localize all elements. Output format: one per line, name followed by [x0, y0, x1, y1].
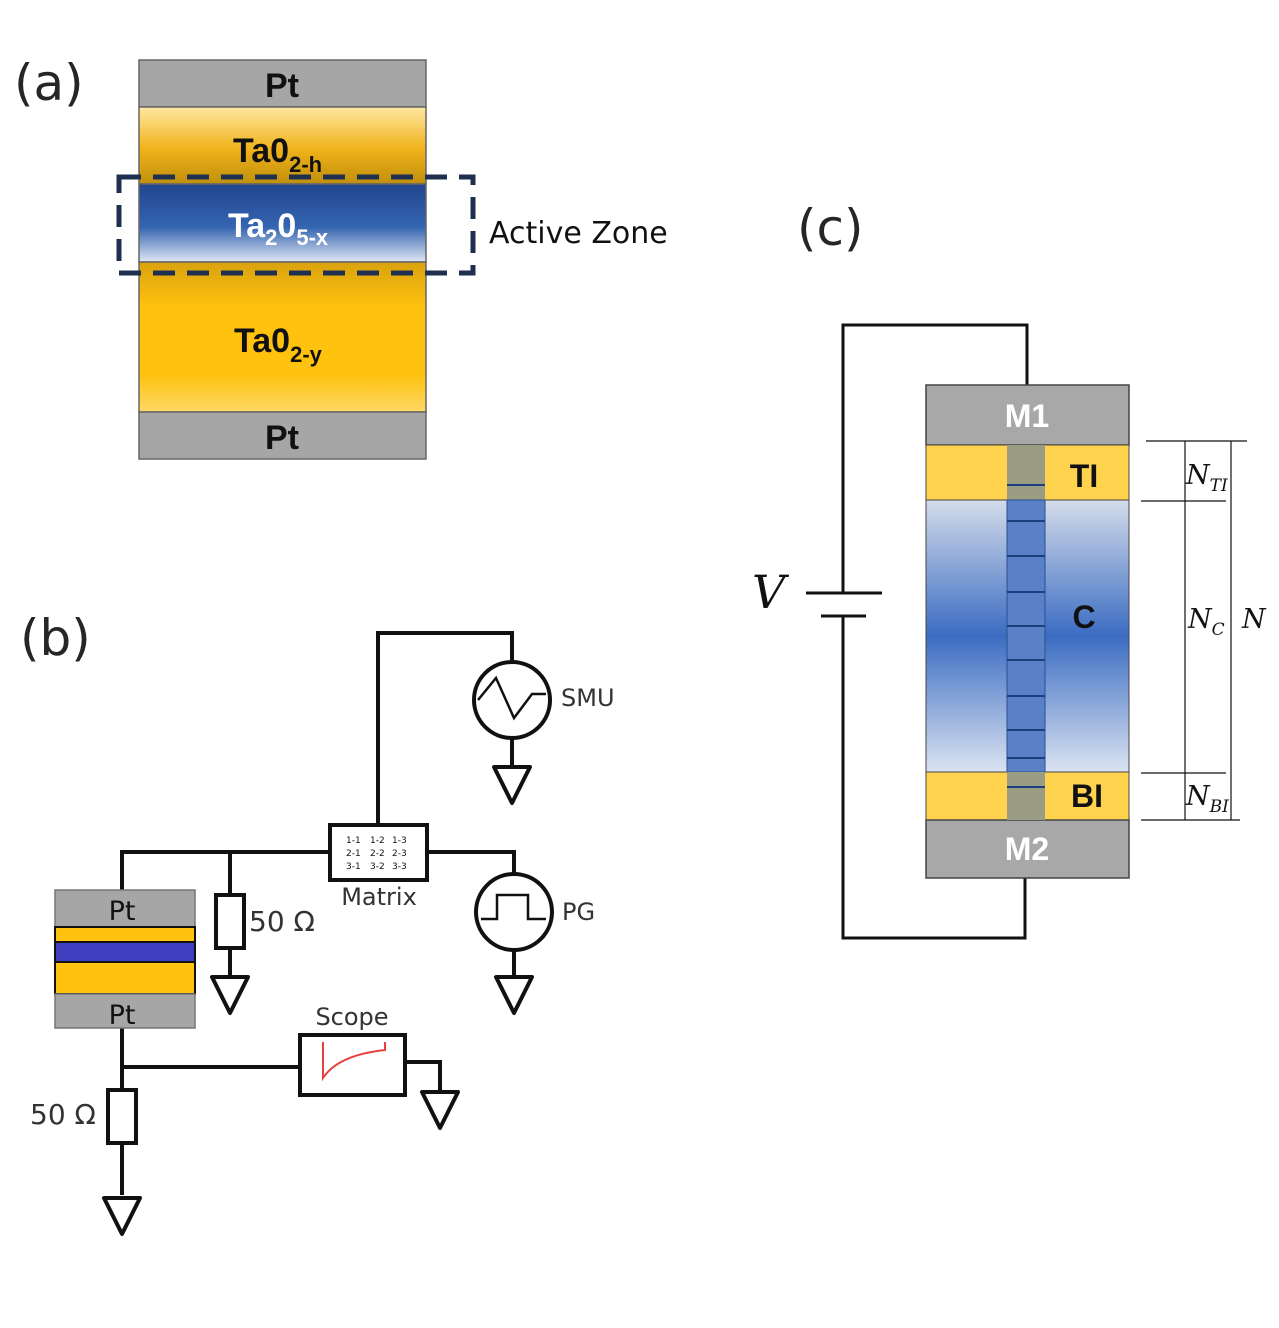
- active-zone-box: [116, 174, 476, 276]
- layer-stack-a: Pt Ta02-h Ta205-x Ta02-y Pt Active Zone: [116, 59, 668, 460]
- device-pt-bottom-label: Pt: [109, 1000, 136, 1031]
- wire-pg: [428, 850, 516, 875]
- tao2h-sub: 2-h: [289, 152, 322, 177]
- matrix-label: Matrix: [341, 883, 417, 911]
- n-c-main: N: [1187, 604, 1213, 635]
- tao2h-label: Ta02-h: [233, 132, 322, 177]
- matrix-cell: 2-1: [346, 849, 361, 859]
- matrix-cell: 3-2: [370, 862, 385, 872]
- device-pt-top-label: Pt: [109, 896, 136, 927]
- sawtooth-icon: [477, 675, 546, 721]
- pt-top-label: Pt: [265, 67, 299, 105]
- pt-bottom-layer: [138, 411, 427, 460]
- ta2o5-mid: 0: [277, 207, 296, 245]
- matrix-cell: 1-3: [392, 836, 407, 846]
- ti-label: TI: [1070, 458, 1098, 494]
- ta2o5-sub2: 5-x: [296, 225, 329, 250]
- ground-icon: [492, 765, 532, 805]
- tao2y-layer: [138, 261, 427, 413]
- device-blue: [54, 941, 196, 963]
- voltage-label: V: [752, 565, 790, 619]
- ground-icon: [102, 1196, 142, 1236]
- ta2o5-layer: [138, 183, 427, 263]
- wire-top: [841, 323, 1029, 593]
- pulse-generator: [474, 872, 554, 952]
- pg-label: PG: [562, 898, 595, 926]
- matrix-cell: 3-1: [346, 862, 361, 872]
- matrix-cell: 1-1: [346, 836, 361, 846]
- device-pt-top: [54, 889, 196, 928]
- square-pulse-icon: [481, 893, 546, 921]
- filament-segments: [1007, 484, 1045, 788]
- tao2y-sub: 2-y: [290, 342, 323, 367]
- n-bi-sub: BI: [1209, 797, 1229, 817]
- m1-layer: [925, 384, 1130, 446]
- wire-top-bus: [120, 850, 330, 890]
- filament-ti: [1007, 445, 1045, 500]
- resistor-bottom-label: 50 Ω: [30, 1098, 96, 1131]
- ground-icon: [494, 975, 534, 1015]
- panel-label-a: (a): [14, 54, 84, 112]
- wire-bottom: [841, 616, 1027, 940]
- n-ti-main: N: [1185, 460, 1211, 491]
- active-zone-label: Active Zone: [489, 216, 668, 251]
- ta2o5-main: Ta: [228, 207, 266, 245]
- tao2h-layer: [138, 106, 427, 185]
- resistor-top-label: 50 Ω: [249, 905, 315, 938]
- m2-layer: [925, 819, 1130, 879]
- filament-bi: [1007, 772, 1045, 820]
- matrix-cell: 1-2: [370, 836, 385, 846]
- tao2y-main: Ta0: [234, 322, 290, 360]
- resistor-top: [214, 893, 246, 950]
- ground-icon: [420, 1090, 460, 1130]
- m1-label: M1: [1005, 398, 1049, 434]
- n-bi-main: N: [1185, 781, 1211, 812]
- ta2o5-label: Ta205-x: [228, 207, 329, 250]
- tao2h-main: Ta0: [233, 132, 289, 170]
- n-ti-sub: TI: [1210, 476, 1228, 496]
- panel-label-b: (b): [20, 609, 91, 667]
- model-c: V M1 TI C BI M2: [752, 323, 1267, 940]
- resistor-bottom: [106, 1088, 138, 1145]
- matrix-cell: 2-3: [392, 849, 407, 859]
- device-gold-top: [54, 926, 196, 943]
- matrix-box: [328, 823, 429, 882]
- wire-smu: [376, 631, 514, 825]
- c-label: C: [1072, 599, 1095, 635]
- device-gold-bottom: [54, 961, 196, 995]
- device-pt-bottom: [54, 993, 196, 1029]
- panel-label-c: (c): [797, 199, 864, 257]
- wire-scope-ground: [405, 1060, 442, 1090]
- ta2o5-sub1: 2: [265, 225, 277, 250]
- pt-top-layer: [138, 59, 427, 108]
- matrix-cell: 2-2: [370, 849, 385, 859]
- n-total-label: N: [1241, 604, 1267, 635]
- smu-source: [472, 660, 552, 740]
- circuit-b: SMU 1-1 1-2 1-3 2-1 2-2 2-3 3-1 3-2 3-3 …: [30, 631, 615, 1236]
- matrix-cell: 3-3: [392, 862, 407, 872]
- scope-label: Scope: [315, 1003, 388, 1031]
- ground-icon: [210, 975, 250, 1015]
- n-ti-label: NTI: [1185, 460, 1228, 496]
- scope-box: [298, 1033, 407, 1097]
- m2-label: M2: [1005, 831, 1049, 867]
- tao2y-label: Ta02-y: [234, 322, 323, 367]
- n-c-sub: C: [1212, 620, 1225, 640]
- smu-label: SMU: [561, 684, 615, 712]
- pt-bottom-label: Pt: [265, 419, 299, 457]
- filament-c: [1006, 499, 1046, 773]
- n-c-label: NC: [1187, 604, 1225, 640]
- n-bi-label: NBI: [1185, 781, 1229, 817]
- bi-label: BI: [1071, 778, 1103, 814]
- decay-trace-icon: [322, 1042, 386, 1082]
